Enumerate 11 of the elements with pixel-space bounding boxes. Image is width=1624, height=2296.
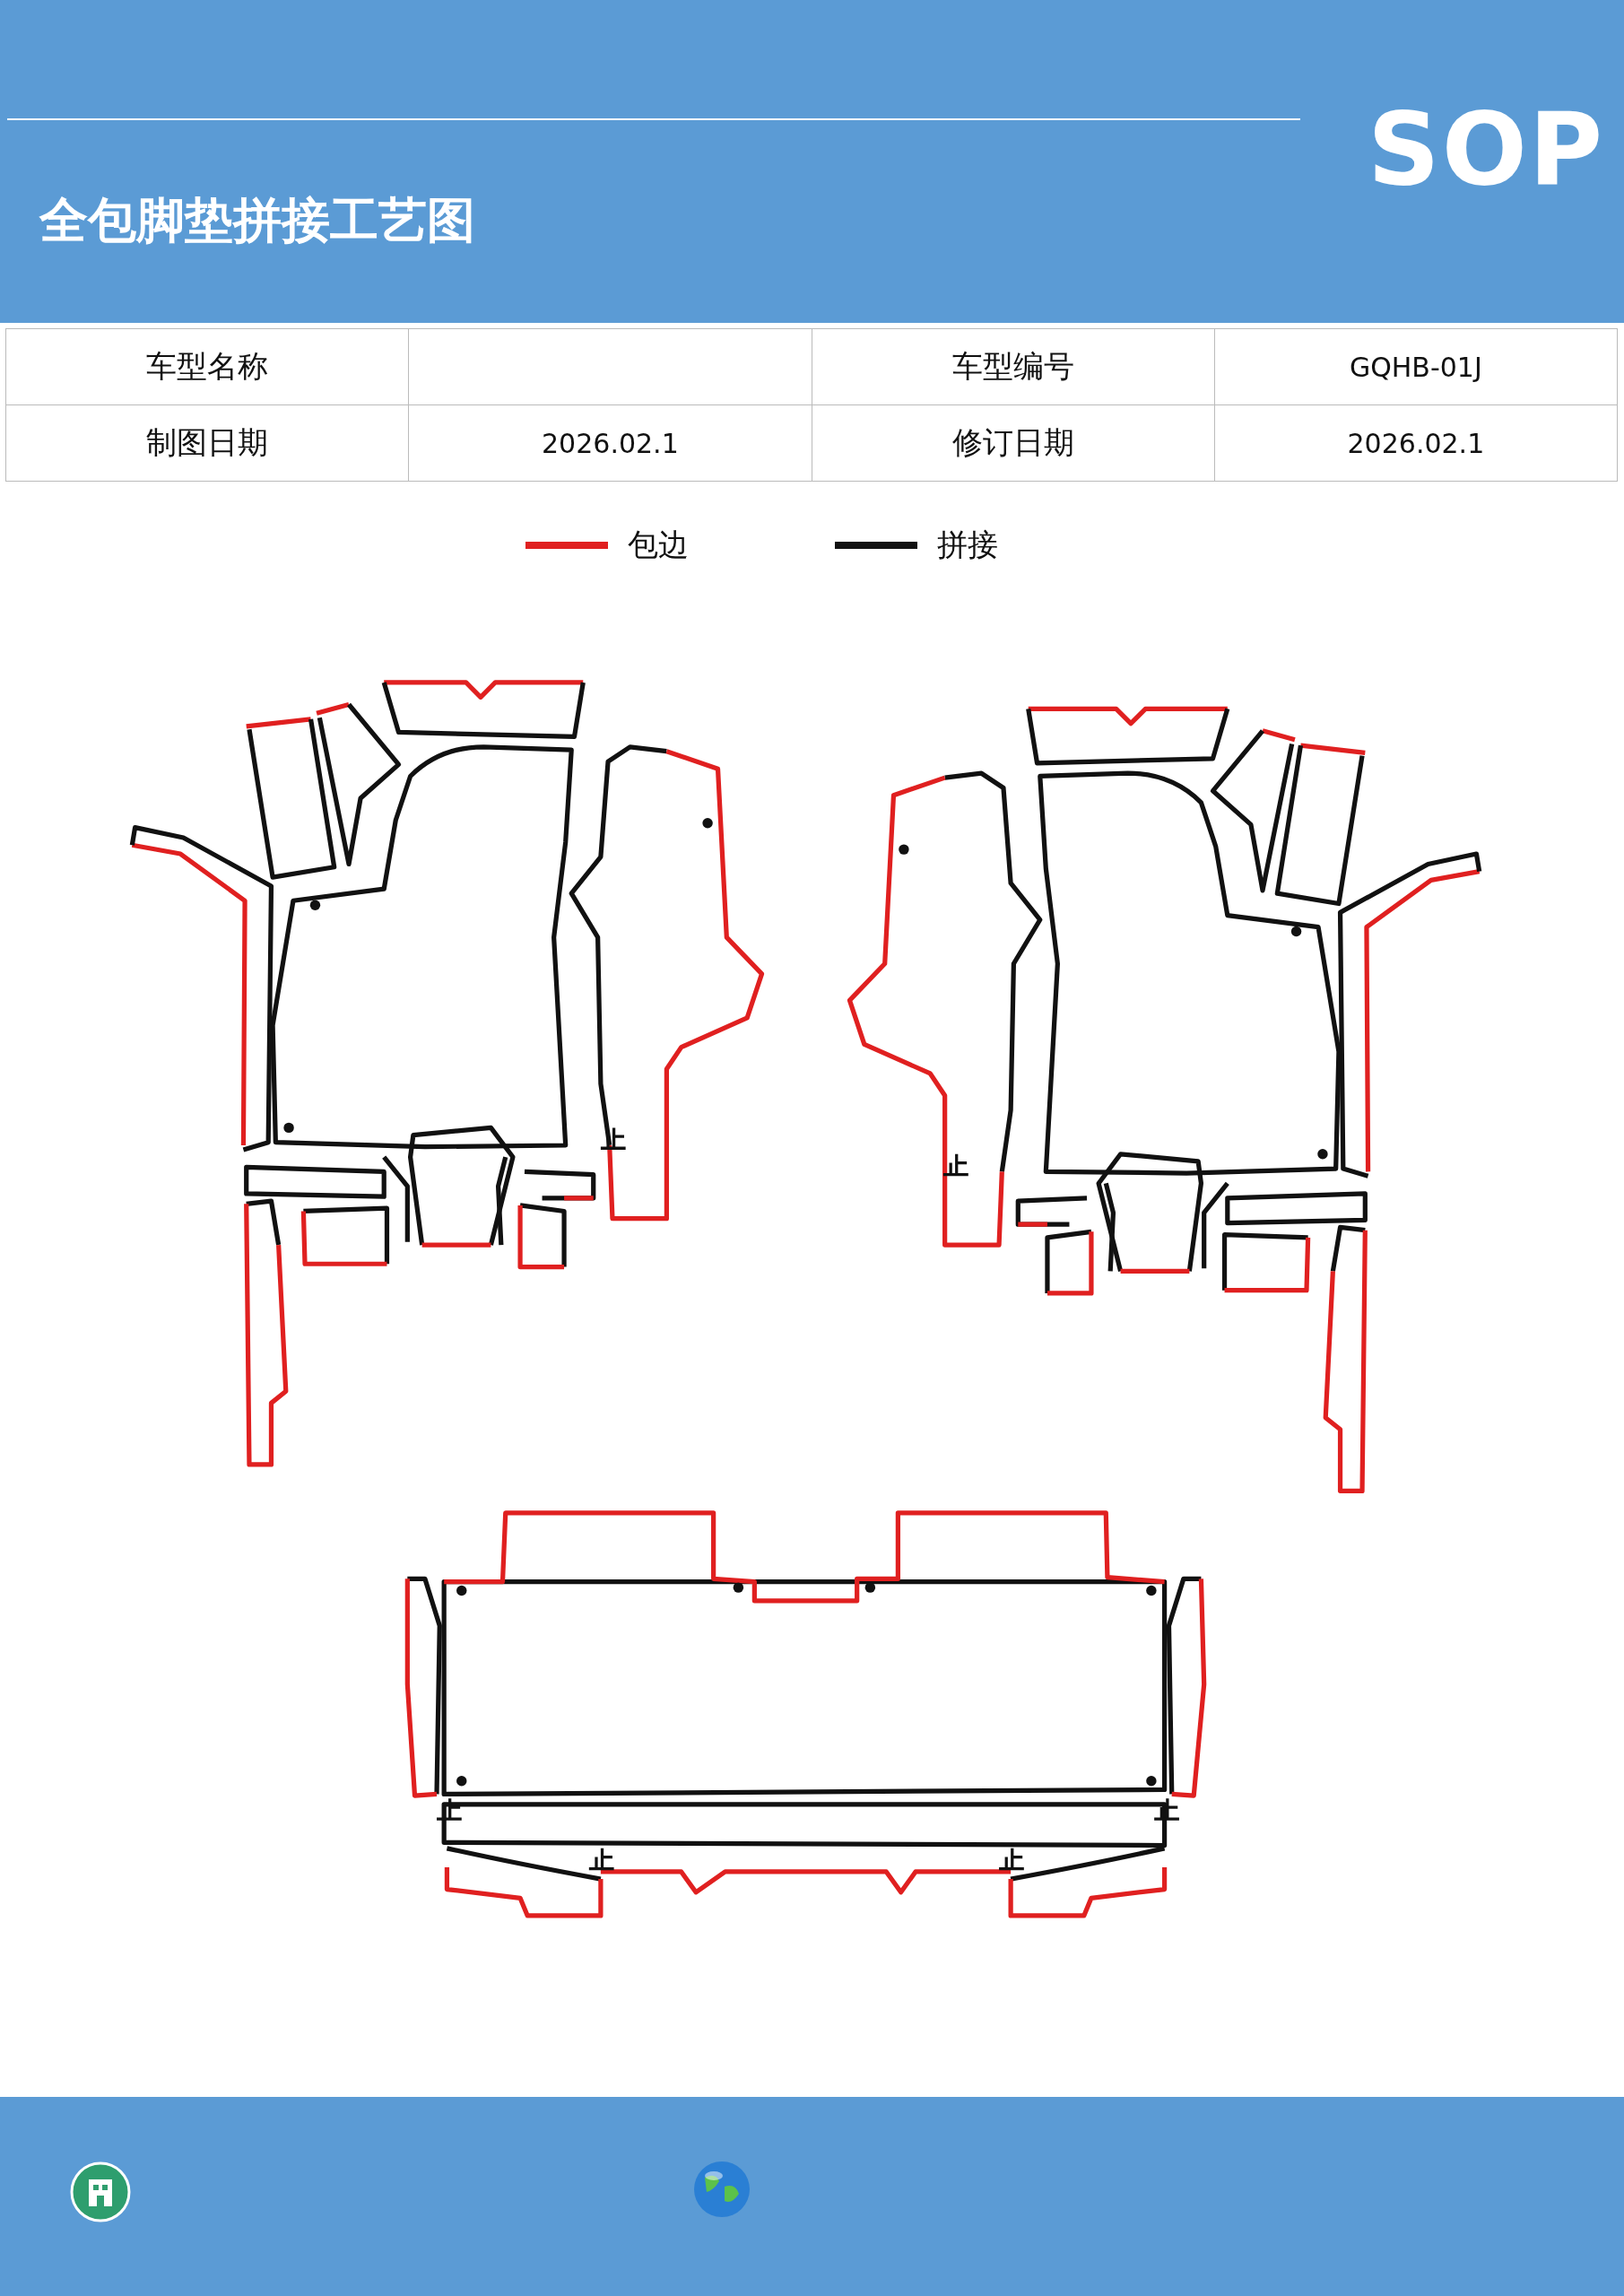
sop-label: SOP xyxy=(1368,99,1604,199)
legend-text: 拼接 xyxy=(937,526,998,564)
cell-text: 2026.02.1 xyxy=(1347,427,1485,459)
cell-text: 制图日期 xyxy=(146,423,269,462)
cell-text: 2026.02.1 xyxy=(542,427,679,459)
cell-text: 车型编号 xyxy=(951,347,1074,386)
legend-text: 包边 xyxy=(628,526,689,564)
cell-text: 修订日期 xyxy=(951,423,1074,462)
cell-text: 车型名称 xyxy=(146,347,269,386)
title: 全包脚垫拼接工艺图 xyxy=(39,190,475,250)
cell-text: GQHB-01J xyxy=(1349,351,1482,383)
